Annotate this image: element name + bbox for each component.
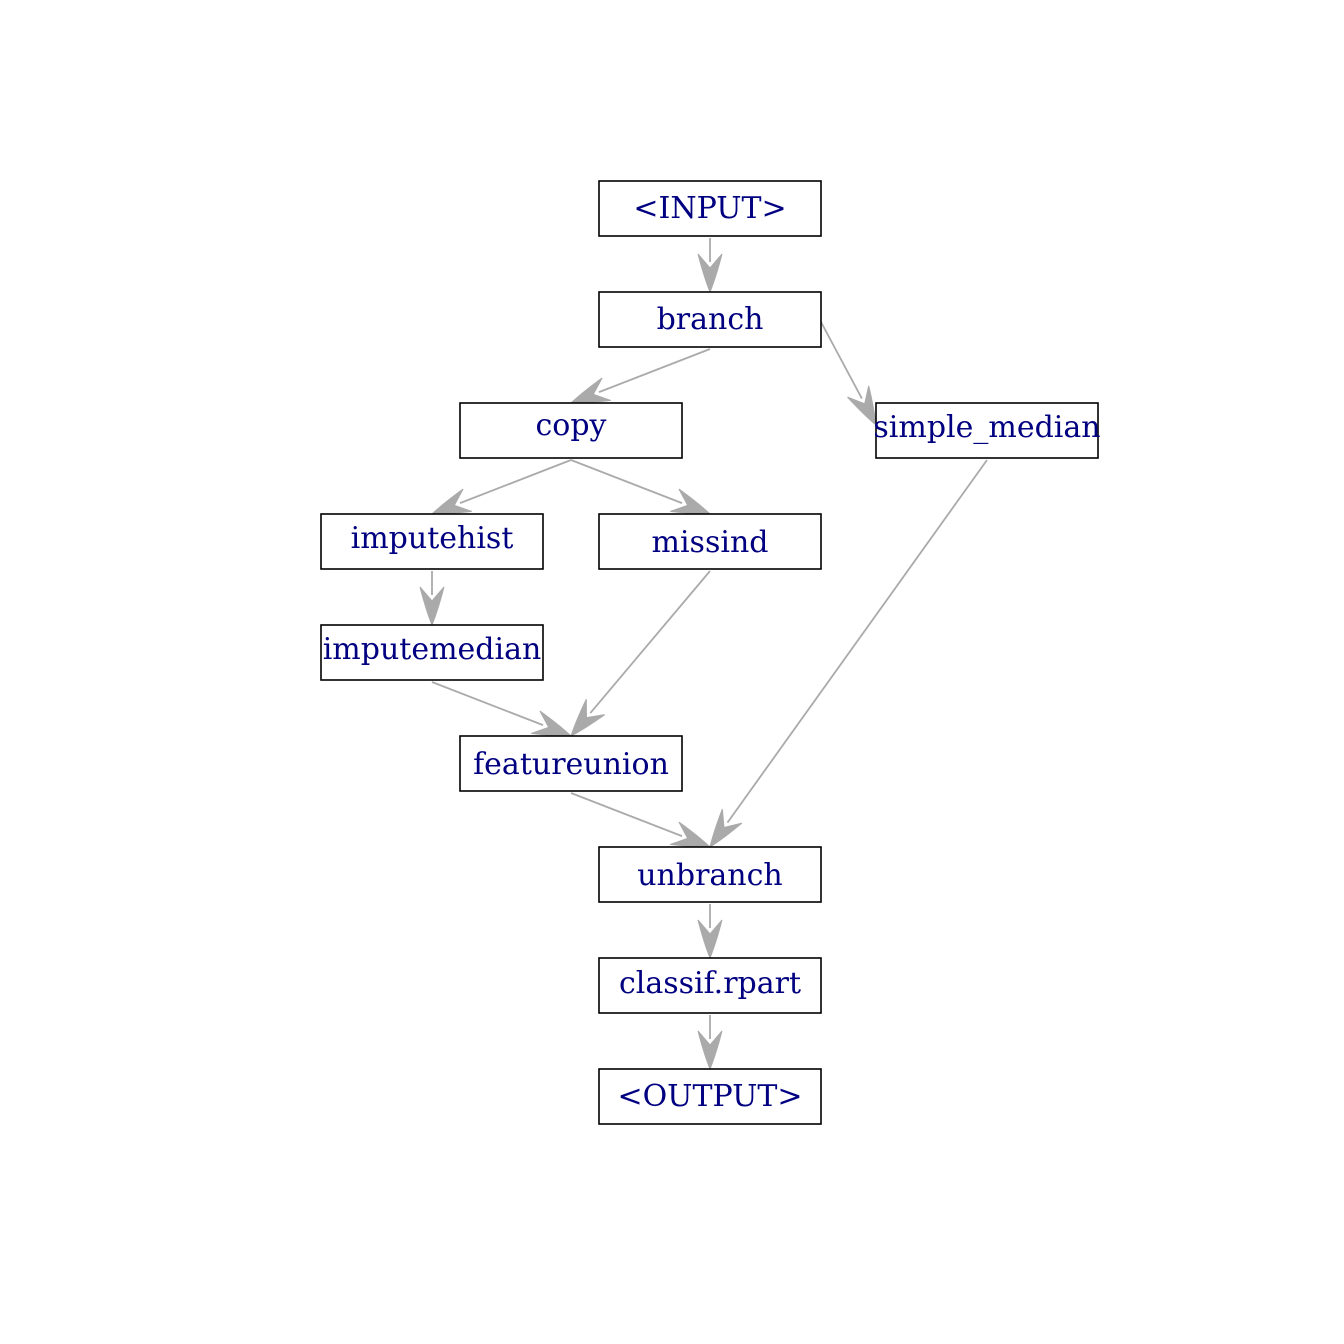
- node-featureunion-label: featureunion: [473, 747, 669, 782]
- node-copy[interactable]: copy: [459, 402, 683, 459]
- edge-arrowhead: [570, 698, 605, 738]
- edge-missind-to-featureunion: [570, 570, 711, 738]
- edge-arrowhead: [697, 919, 723, 960]
- node-branch-label: branch: [657, 302, 764, 337]
- edge-line: [820, 321, 863, 399]
- node-unbranch-label: unbranch: [637, 858, 783, 893]
- edge-arrowhead: [697, 253, 723, 294]
- node-branch[interactable]: branch: [598, 291, 822, 348]
- edge-copy-to-imputehist: [430, 459, 572, 515]
- edge-input-to-branch: [697, 238, 723, 294]
- node-input-label: <INPUT>: [633, 191, 786, 226]
- node-imputehist-label: imputehist: [351, 521, 514, 556]
- edge-line: [598, 348, 711, 393]
- edge-imputemedian-to-featureunion: [431, 681, 573, 737]
- node-classif-rpart-label: classif.rpart: [619, 966, 801, 1001]
- node-featureunion[interactable]: featureunion: [459, 735, 683, 792]
- edge-arrowhead: [847, 385, 877, 427]
- edge-featureunion-to-unbranch: [570, 792, 712, 848]
- node-classif-rpart[interactable]: classif.rpart: [598, 957, 822, 1014]
- edge-line: [459, 459, 572, 504]
- edge-simple-median-to-unbranch: [709, 459, 988, 849]
- node-simple-median[interactable]: simple_median: [873, 402, 1101, 459]
- node-unbranch[interactable]: unbranch: [598, 846, 822, 903]
- edge-unbranch-to-classif-rpart: [697, 904, 723, 960]
- edge-imputehist-to-imputemedian: [419, 571, 445, 627]
- node-imputemedian[interactable]: imputemedian: [320, 624, 544, 681]
- node-missind-label: missind: [652, 525, 769, 560]
- node-output-label: <OUTPUT>: [617, 1079, 802, 1114]
- edge-arrowhead: [709, 808, 743, 849]
- edge-classif-rpart-to-output: [697, 1015, 723, 1071]
- edge-branch-to-simple-median: [820, 321, 877, 427]
- node-missind[interactable]: missind: [598, 513, 822, 570]
- node-copy-label: copy: [535, 408, 606, 443]
- edge-line: [726, 459, 988, 824]
- nodes-layer: <INPUT> branch copy simple_median impute…: [320, 180, 1101, 1125]
- edge-line: [570, 459, 683, 504]
- node-simple-median-label: simple_median: [873, 410, 1100, 445]
- node-output[interactable]: <OUTPUT>: [598, 1068, 822, 1125]
- edge-line: [589, 570, 711, 714]
- edge-copy-to-missind: [570, 459, 712, 515]
- edge-branch-to-copy: [569, 348, 711, 404]
- node-imputemedian-label: imputemedian: [323, 632, 542, 667]
- edge-line: [431, 681, 544, 726]
- node-imputehist[interactable]: imputehist: [320, 513, 544, 570]
- node-input[interactable]: <INPUT>: [598, 180, 822, 237]
- edge-arrowhead: [419, 586, 445, 627]
- edge-line: [570, 792, 683, 837]
- edge-arrowhead: [697, 1030, 723, 1071]
